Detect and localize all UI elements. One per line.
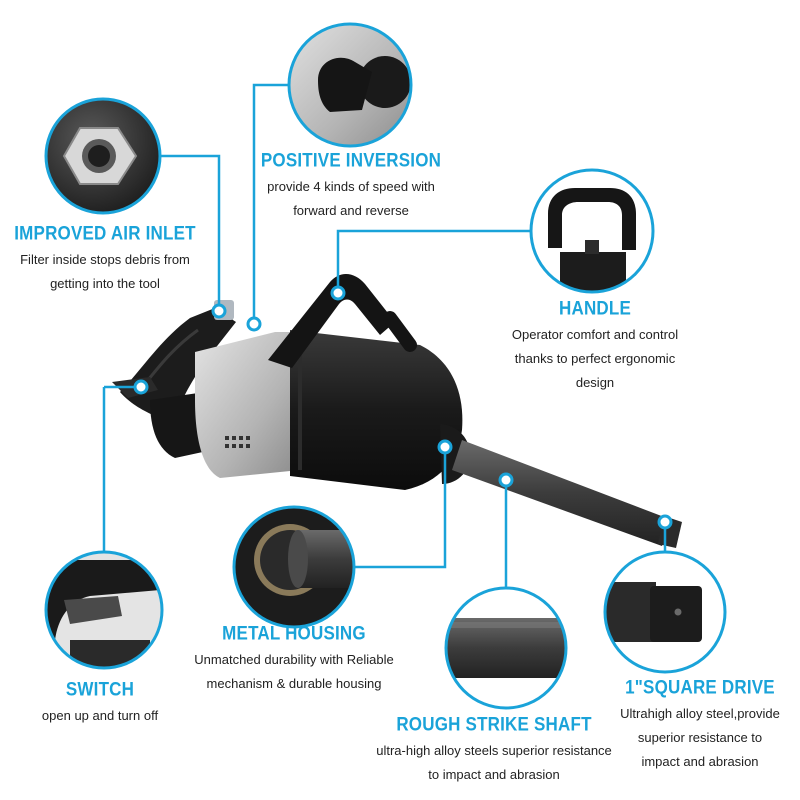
anvil-shaft-icon: [444, 586, 568, 710]
reverse-knob-icon: [287, 22, 413, 148]
switch-title: SWITCH: [65, 678, 135, 701]
leader-lines: [102, 83, 667, 587]
handle-desc-line2: thanks to perfect ergonomic: [514, 351, 676, 366]
inversion-desc-line2: forward and reverse: [293, 203, 409, 218]
drive-desc-line3: impact and abrasion: [641, 754, 759, 769]
square-drive-icon: [603, 550, 727, 674]
housing-desc-line2: mechanism & durable housing: [206, 676, 382, 691]
drive-desc-line2: superior resistance to: [637, 730, 763, 745]
threaded-fitting-icon: [44, 97, 162, 215]
drive-title: 1"SQUARE DRIVE: [625, 676, 775, 699]
switch-desc-line1: open up and turn off: [41, 708, 159, 723]
inversion-desc-line1: provide 4 kinds of speed with: [267, 179, 435, 194]
callout-handle: HANDLE Operator comfort and control than…: [490, 297, 700, 395]
housing-title: METAL HOUSING: [222, 622, 366, 645]
handle-desc-line3: design: [575, 375, 615, 390]
callout-drive: 1"SQUARE DRIVE Ultrahigh alloy steel,pro…: [600, 676, 800, 774]
handle-desc-line1: Operator comfort and control: [511, 327, 679, 342]
callout-switch: SWITCH open up and turn off: [20, 678, 180, 728]
trigger-switch-icon: [44, 550, 164, 670]
drive-desc-line1: Ultrahigh alloy steel,provide: [620, 706, 780, 721]
air-inlet-desc-line2: getting into the tool: [50, 276, 160, 291]
d-handle-icon: [529, 168, 655, 294]
housing-desc-line1: Unmatched durability with Reliable: [194, 652, 394, 667]
callout-air-inlet: IMPROVED AIR INLET Filter inside stops d…: [0, 222, 210, 296]
air-inlet-title: IMPROVED AIR INLET: [14, 222, 196, 245]
shaft-desc-line1: ultra-high alloy steels superior resista…: [376, 743, 612, 758]
handle-title: HANDLE: [558, 297, 632, 320]
shaft-title: ROUGH STRIKE SHAFT: [396, 713, 592, 736]
air-inlet-desc-line1: Filter inside stops debris from: [20, 252, 190, 267]
callout-housing: METAL HOUSING Unmatched durability with …: [184, 622, 404, 696]
shaft-desc-line2: to impact and abrasion: [428, 767, 560, 782]
callout-shaft: ROUGH STRIKE SHAFT ultra-high alloy stee…: [344, 713, 644, 787]
callout-inversion: POSITIVE INVERSION provide 4 kinds of sp…: [246, 149, 456, 223]
housing-collar-icon: [232, 505, 356, 629]
impact-wrench-illustration: [112, 273, 682, 548]
inversion-title: POSITIVE INVERSION: [260, 149, 442, 172]
